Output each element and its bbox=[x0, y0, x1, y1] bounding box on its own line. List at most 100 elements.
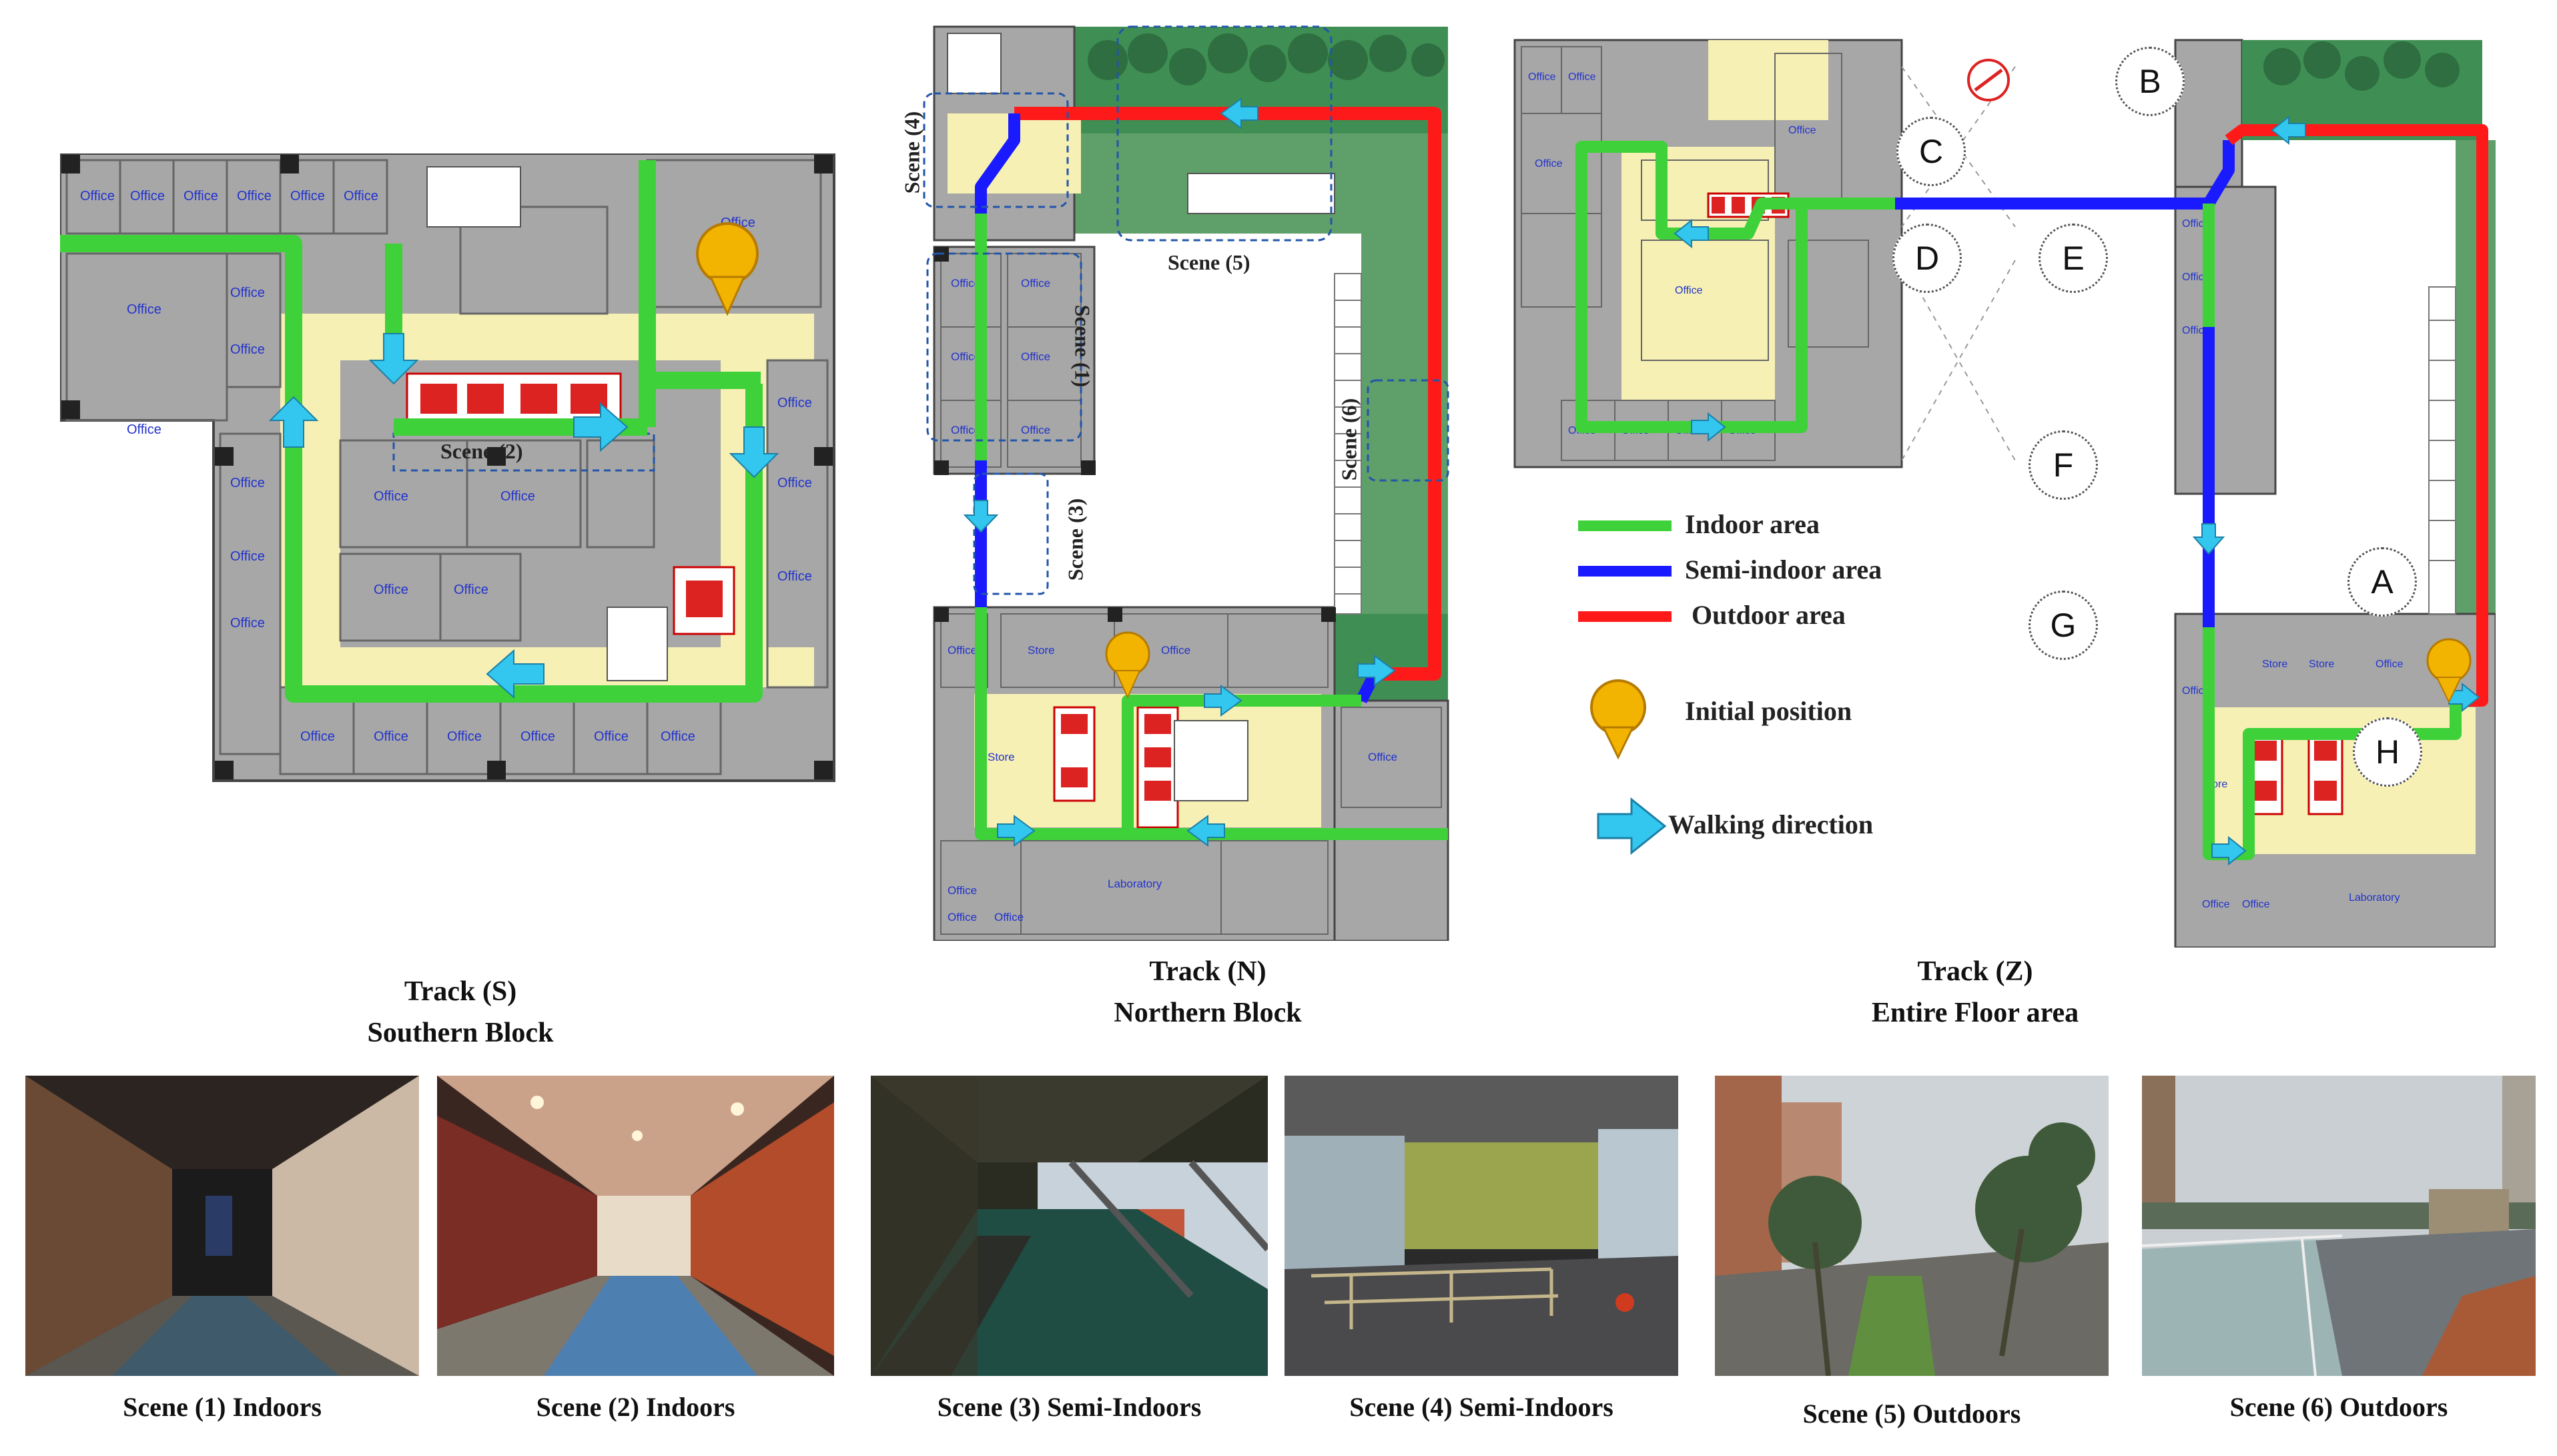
node-b: B bbox=[2115, 47, 2185, 116]
svg-text:Office: Office bbox=[230, 286, 265, 300]
svg-text:Office: Office bbox=[1021, 350, 1050, 363]
svg-text:Office: Office bbox=[230, 476, 265, 490]
svg-text:Office: Office bbox=[777, 569, 812, 584]
svg-text:Office: Office bbox=[1021, 277, 1050, 290]
svg-text:Laboratory: Laboratory bbox=[2349, 892, 2400, 903]
svg-text:Office: Office bbox=[994, 911, 1024, 924]
legend-walking: Walking direction bbox=[1668, 809, 1874, 839]
scene-5-photo bbox=[1715, 1076, 2109, 1376]
scene-6-photo bbox=[2142, 1076, 2536, 1376]
svg-text:Office: Office bbox=[2376, 659, 2404, 670]
scene-2-photo bbox=[437, 1076, 834, 1376]
svg-text:Office: Office bbox=[948, 911, 977, 924]
svg-text:Office: Office bbox=[951, 424, 980, 436]
node-h: H bbox=[2353, 717, 2422, 787]
scene-1-caption: Scene (1) Indoors bbox=[123, 1392, 322, 1422]
svg-text:Office: Office bbox=[2202, 899, 2230, 910]
svg-text:Laboratory: Laboratory bbox=[1108, 877, 1162, 890]
svg-text:Office: Office bbox=[948, 644, 977, 657]
svg-text:Office: Office bbox=[951, 350, 980, 363]
track-n-caption: Track (N) Northern Block bbox=[1041, 951, 1375, 1034]
svg-text:Office: Office bbox=[230, 549, 265, 564]
legend-semi-indoor: Semi-indoor area bbox=[1685, 555, 1882, 585]
svg-text:Store: Store bbox=[2309, 659, 2334, 670]
svg-text:Office: Office bbox=[237, 189, 272, 204]
svg-text:Store: Store bbox=[1028, 644, 1055, 657]
scene-2-caption: Scene (2) Indoors bbox=[536, 1392, 735, 1422]
svg-text:Office: Office bbox=[230, 342, 265, 357]
legend-outdoor: Outdoor area bbox=[1692, 600, 1846, 630]
svg-text:Office: Office bbox=[300, 729, 335, 744]
svg-text:Office: Office bbox=[1788, 125, 1816, 136]
node-f: F bbox=[2029, 430, 2098, 500]
svg-text:Office: Office bbox=[520, 729, 555, 744]
scene-4-caption: Scene (4) Semi-Indoors bbox=[1349, 1392, 1613, 1422]
node-a: A bbox=[2347, 547, 2417, 617]
track-s-name: Track (S) bbox=[404, 976, 517, 1007]
svg-text:Office: Office bbox=[1021, 424, 1050, 436]
svg-text:Office: Office bbox=[374, 583, 408, 597]
svg-text:Office: Office bbox=[184, 189, 218, 204]
svg-text:Office: Office bbox=[2242, 899, 2270, 910]
scene-1-photo bbox=[25, 1076, 419, 1376]
scene-3-caption: Scene (3) Semi-Indoors bbox=[937, 1392, 1202, 1422]
svg-text:Office: Office bbox=[374, 489, 408, 504]
node-d: D bbox=[1892, 224, 1962, 293]
track-s-subtitle: Southern Block bbox=[367, 1018, 554, 1048]
svg-text:Office: Office bbox=[777, 476, 812, 490]
svg-text:Office: Office bbox=[344, 189, 378, 204]
legend: Indoor area Semi-indoor area Outdoor are… bbox=[1571, 500, 1985, 874]
scene-2-label: Scene (2) bbox=[440, 439, 523, 463]
svg-text:Office: Office bbox=[230, 616, 265, 631]
svg-text:Office: Office bbox=[951, 277, 980, 290]
scene-5-caption: Scene (5) Outdoors bbox=[1802, 1399, 2021, 1429]
svg-text:Office: Office bbox=[1568, 71, 1596, 83]
legend-initial: Initial position bbox=[1685, 696, 1852, 726]
track-n-subtitle: Northern Block bbox=[1114, 998, 1302, 1028]
svg-text:Office: Office bbox=[1368, 751, 1397, 763]
svg-text:Office: Office bbox=[127, 302, 161, 317]
svg-text:Office: Office bbox=[1161, 644, 1190, 657]
legend-markers bbox=[1578, 520, 1672, 855]
svg-text:Office: Office bbox=[1675, 285, 1703, 296]
svg-text:Store: Store bbox=[2262, 659, 2287, 670]
svg-text:Office: Office bbox=[447, 729, 482, 744]
scene-4-photo bbox=[1285, 1076, 1678, 1376]
track-z-name: Track (Z) bbox=[1917, 956, 2033, 987]
svg-text:Office: Office bbox=[80, 189, 115, 204]
svg-text:Office: Office bbox=[1535, 158, 1563, 169]
scene-1-label: Scene (1) bbox=[1070, 304, 1095, 388]
svg-text:Office: Office bbox=[948, 884, 977, 897]
svg-text:Office: Office bbox=[594, 729, 629, 744]
node-e: E bbox=[2039, 224, 2108, 293]
legend-indoor: Indoor area bbox=[1685, 509, 1820, 539]
svg-text:Office: Office bbox=[1528, 71, 1556, 83]
svg-text:Office: Office bbox=[130, 189, 165, 204]
track-n-name: Track (N) bbox=[1149, 956, 1266, 987]
scene-4-label: Scene (4) bbox=[899, 111, 924, 194]
scene-3-label: Scene (3) bbox=[1063, 498, 1088, 581]
svg-text:Office: Office bbox=[500, 489, 535, 504]
track-s-caption: Track (S) Southern Block bbox=[294, 971, 627, 1054]
svg-text:Office: Office bbox=[454, 583, 488, 597]
track-z-subtitle: Entire Floor area bbox=[1871, 998, 2079, 1028]
scene-3-photo bbox=[871, 1076, 1268, 1376]
svg-text:Office: Office bbox=[127, 422, 161, 437]
svg-text:Office: Office bbox=[290, 189, 325, 204]
scene-6-label: Scene (6) bbox=[1337, 398, 1361, 481]
scene-5-label: Scene (5) bbox=[1168, 250, 1250, 274]
svg-text:Office: Office bbox=[661, 729, 695, 744]
svg-text:Office: Office bbox=[374, 729, 408, 744]
node-g: G bbox=[2029, 591, 2098, 660]
svg-text:Store: Store bbox=[988, 751, 1015, 763]
scene-6-caption: Scene (6) Outdoors bbox=[2229, 1392, 2448, 1422]
svg-text:Office: Office bbox=[777, 396, 812, 410]
node-c: C bbox=[1896, 117, 1966, 186]
